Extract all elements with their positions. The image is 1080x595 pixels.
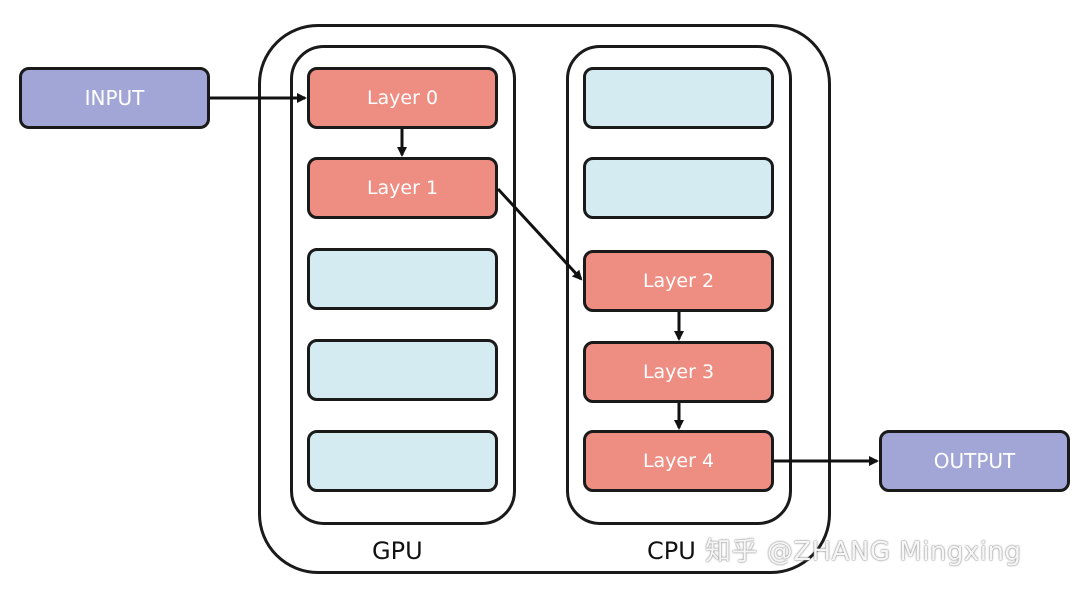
cpu-layer-3: Layer 3 <box>583 341 774 403</box>
device-container <box>258 24 831 574</box>
output-label: OUTPUT <box>933 449 1016 473</box>
cpu-layer-2-label: Layer 2 <box>642 270 715 292</box>
gpu-layer-3 <box>307 339 498 401</box>
cpu-layer-3-label: Layer 3 <box>642 361 715 383</box>
cpu-label: CPU <box>647 537 696 565</box>
cpu-layer-2: Layer 2 <box>583 250 774 312</box>
input-label: INPUT <box>84 86 145 110</box>
input-box: INPUT <box>19 67 210 129</box>
cpu-column <box>566 45 792 525</box>
cpu-layer-0 <box>583 67 774 129</box>
cpu-layer-1 <box>583 157 774 219</box>
gpu-layer-1: Layer 1 <box>307 157 498 219</box>
gpu-layer-1-label: Layer 1 <box>366 177 439 199</box>
cpu-layer-4: Layer 4 <box>583 430 774 492</box>
gpu-layer-2 <box>307 248 498 310</box>
gpu-layer-0-label: Layer 0 <box>366 87 439 109</box>
gpu-column <box>290 45 516 525</box>
watermark: 知乎 @ZHANG Mingxing <box>705 537 1022 567</box>
cpu-layer-4-label: Layer 4 <box>642 450 715 472</box>
output-box: OUTPUT <box>879 430 1070 492</box>
gpu-label: GPU <box>372 537 423 565</box>
gpu-layer-4 <box>307 430 498 492</box>
gpu-layer-0: Layer 0 <box>307 67 498 129</box>
